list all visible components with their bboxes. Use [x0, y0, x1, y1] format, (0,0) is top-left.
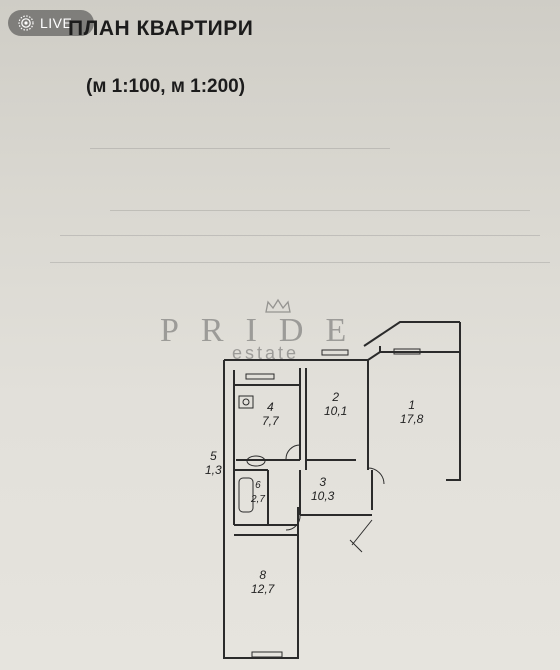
watermark-logo: PRIDE — [160, 312, 369, 349]
stove-fixture — [238, 395, 254, 409]
outer-wall-left — [223, 360, 300, 659]
window — [321, 349, 349, 356]
page-title: ПЛАН КВАРТИРИ — [68, 17, 254, 40]
crown-logo-icon — [265, 298, 291, 313]
faint-text-line — [60, 235, 540, 236]
window — [393, 348, 421, 355]
outer-wall-right — [446, 352, 461, 481]
faint-text-line — [50, 262, 550, 263]
toilet-fixture — [246, 455, 266, 467]
live-badge[interactable]: LIVE — [8, 10, 94, 36]
outer-wall-top — [224, 322, 461, 361]
live-label: LIVE — [40, 15, 73, 31]
faint-text-line — [90, 148, 390, 149]
bathtub-fixture — [238, 477, 254, 513]
live-photo-icon — [18, 15, 34, 31]
scale-note: (м 1:100, м 1:200) — [86, 76, 246, 97]
watermark-sub: estate — [232, 343, 300, 363]
faint-text-line — [110, 210, 530, 211]
window — [251, 651, 283, 658]
window — [245, 373, 275, 380]
